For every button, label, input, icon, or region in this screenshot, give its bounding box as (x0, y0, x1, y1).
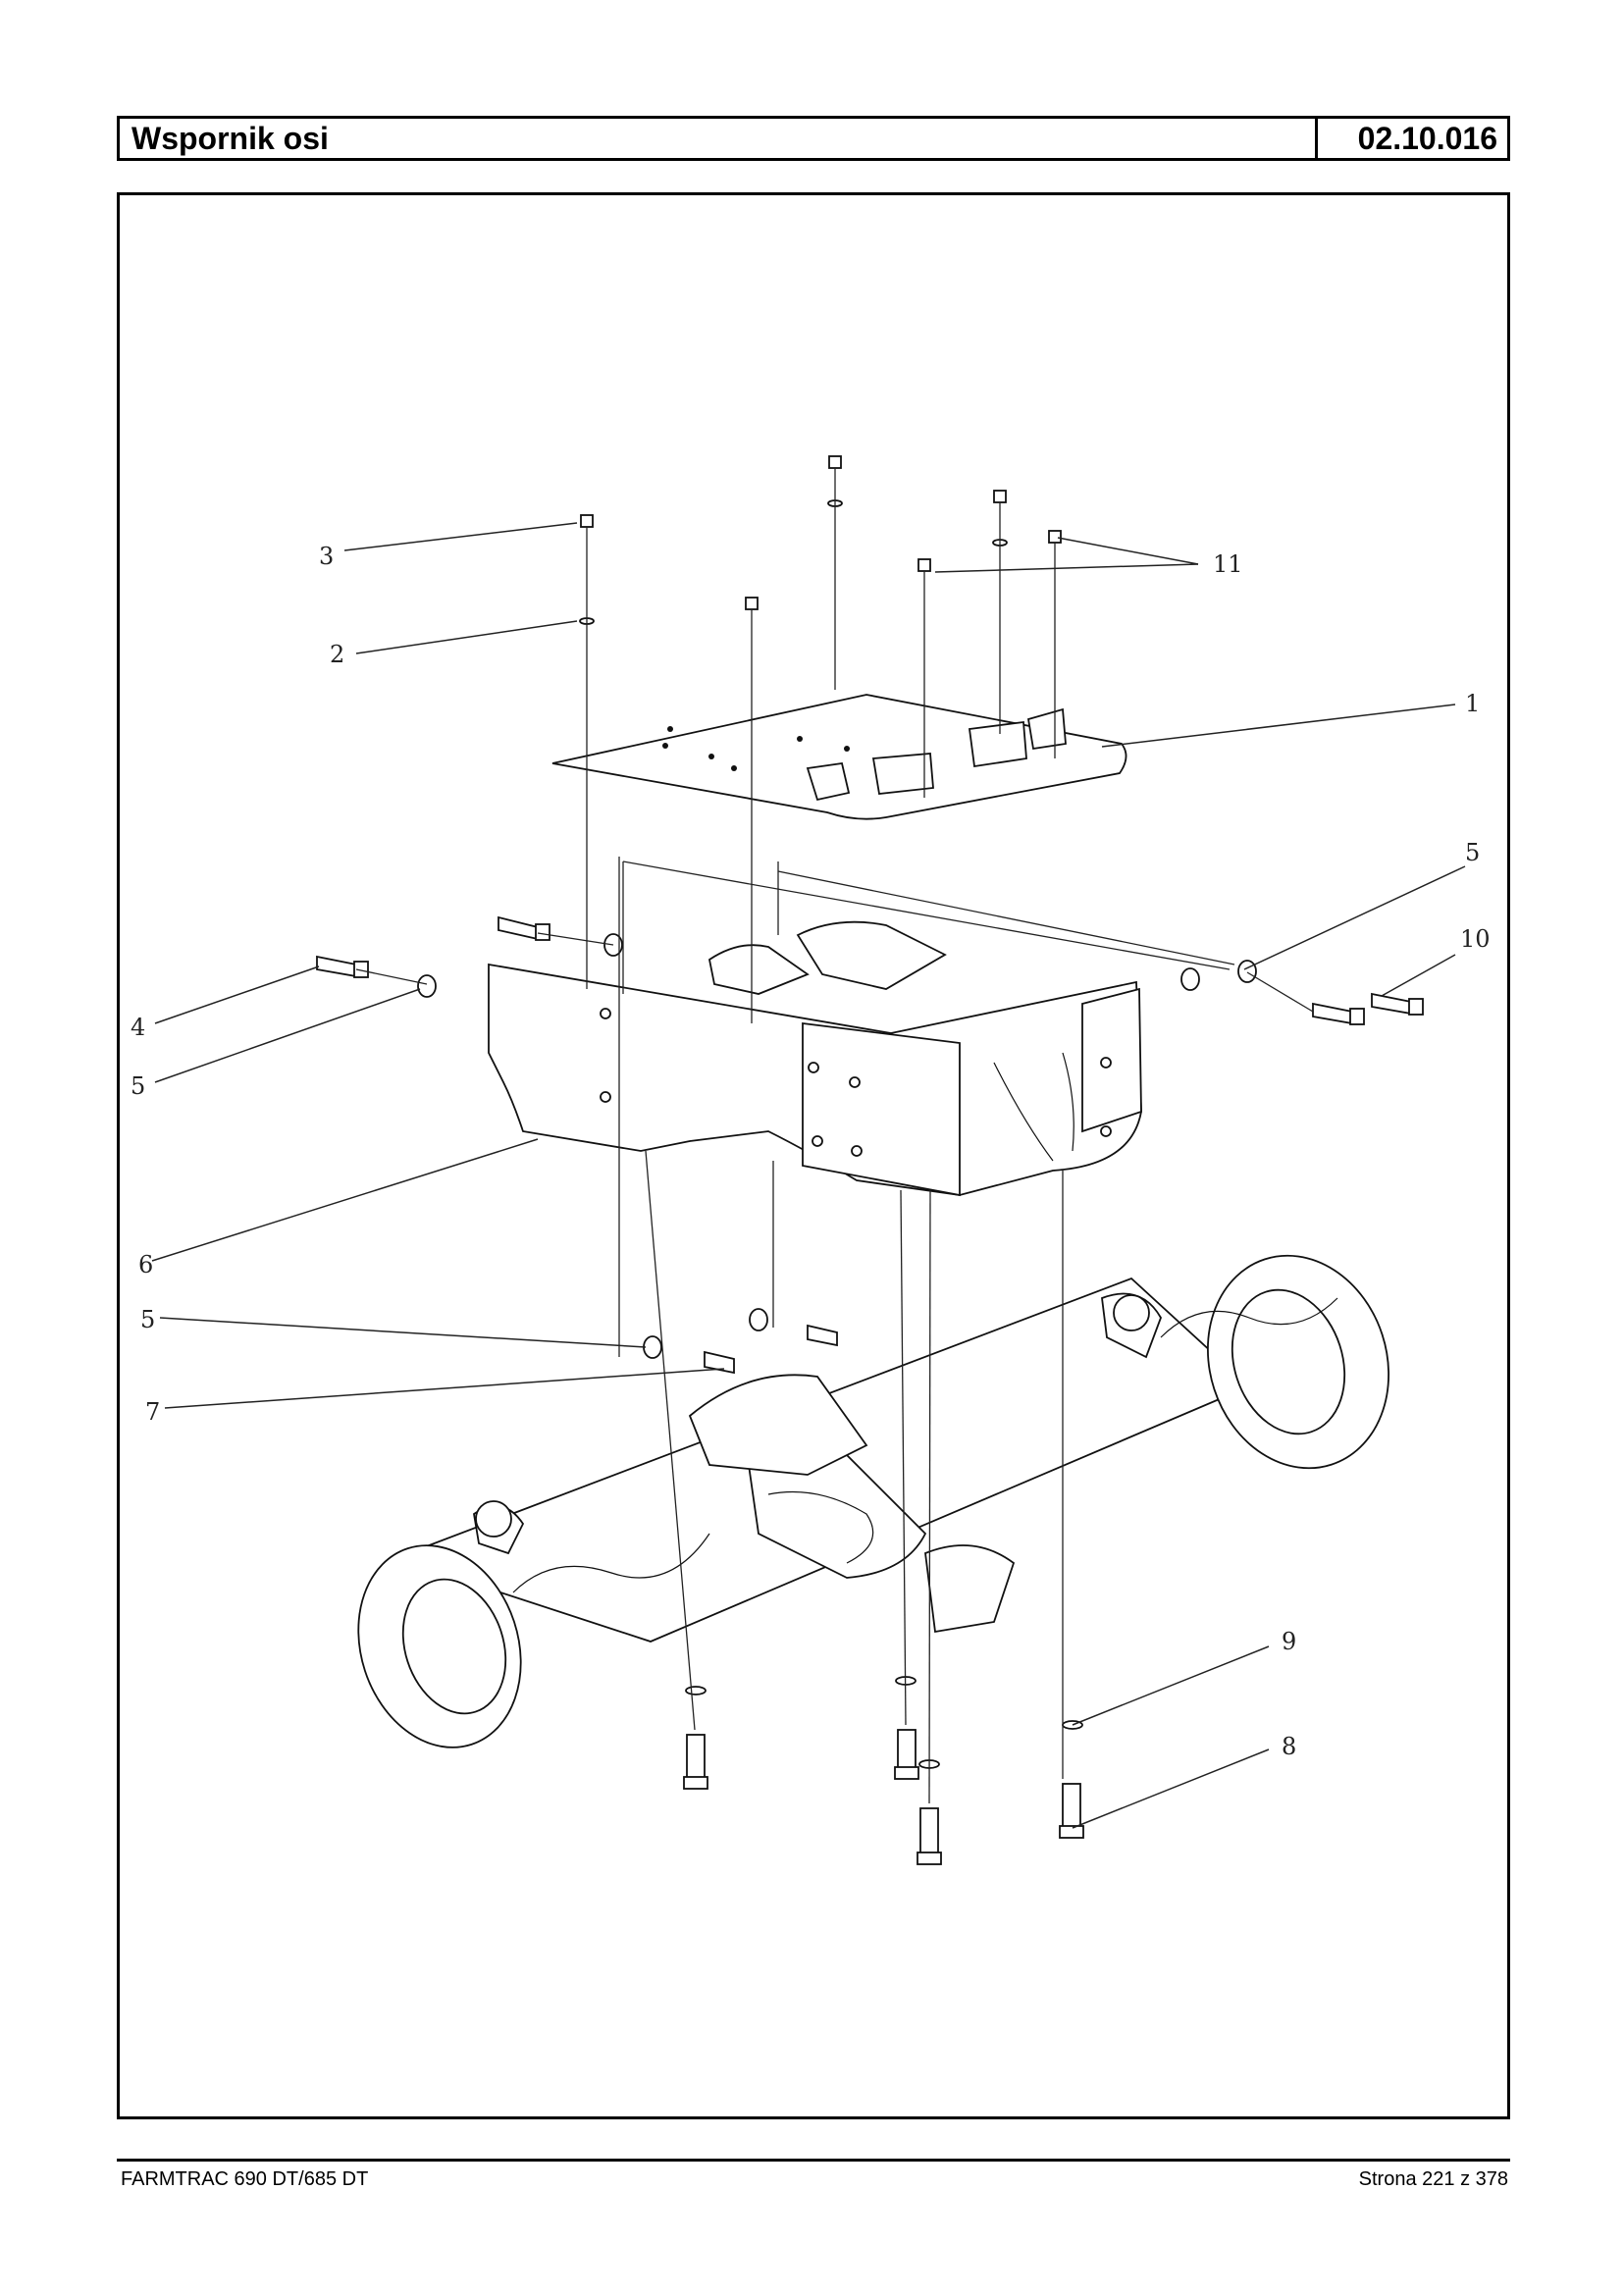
footer-rule (117, 2159, 1510, 2162)
callout-2: 2 (330, 641, 344, 668)
callout-9: 9 (1282, 1628, 1296, 1655)
page-title: Wspornik osi (120, 119, 1318, 158)
leader-lines (151, 522, 1466, 1829)
top-bolts (579, 455, 1062, 625)
callout-5-right: 5 (1465, 839, 1480, 866)
callout-1: 1 (1465, 690, 1480, 717)
axle-bracket-housing (488, 920, 1142, 1197)
callout-8: 8 (1282, 1733, 1296, 1760)
footer-page-number: Strona 221 z 378 (1358, 2168, 1508, 2190)
callout-3: 3 (319, 543, 334, 570)
callout-labels: 3 2 1 5 10 4 5 6 5 7 9 8 11 (131, 543, 1491, 1760)
bottom-bolts (683, 1676, 1084, 1865)
callout-7: 7 (145, 1398, 160, 1426)
footer-model: FARMTRAC 690 DT/685 DT (121, 2168, 369, 2190)
diagram-frame: 3 2 1 5 10 4 5 6 5 7 9 8 11 (117, 192, 1510, 2119)
exploded-view-diagram: 3 2 1 5 10 4 5 6 5 7 9 8 11 (131, 455, 1491, 1865)
support-plate (551, 694, 1127, 820)
front-axle-assembly (357, 1254, 1389, 1748)
callout-11: 11 (1213, 550, 1243, 578)
callout-5-lower: 5 (140, 1306, 155, 1333)
callout-10: 10 (1460, 925, 1491, 953)
callout-5-left: 5 (131, 1072, 145, 1100)
section-code: 02.10.016 (1357, 121, 1497, 156)
page-header: Wspornik osi 02.10.016 (117, 116, 1510, 161)
callout-6: 6 (138, 1251, 153, 1278)
assembly-axis-lines (355, 468, 1314, 1804)
callout-4: 4 (131, 1014, 145, 1041)
